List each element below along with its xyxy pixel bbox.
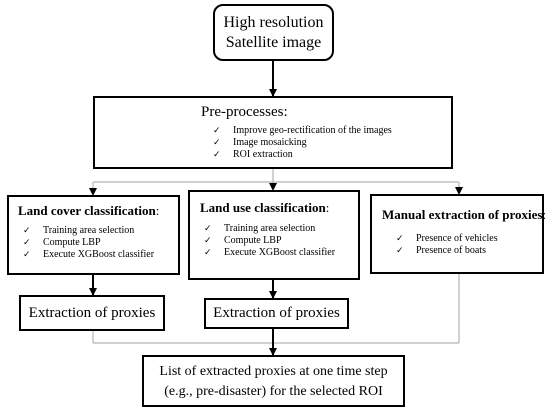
- check-icon: ✓: [23, 250, 31, 260]
- satellite-image-box: High resolution Satellite image: [213, 4, 334, 61]
- list-item-label: Execute XGBoost classifier: [43, 249, 155, 260]
- extraction-left-label: Extraction of proxies: [28, 305, 156, 321]
- check-icon: ✓: [213, 138, 221, 148]
- check-icon: ✓: [396, 246, 404, 256]
- land-cover-box: Land cover classification: ✓ Training are…: [7, 195, 180, 275]
- list-item: ✓ Execute XGBoost classifier: [204, 247, 358, 259]
- land-cover-title: Land cover classification:: [18, 203, 178, 219]
- list-item: ✓ Execute XGBoost classifier: [23, 249, 178, 261]
- land-use-title-text: Land use classification: [200, 200, 326, 215]
- list-item: ✓ Improve geo-rectification of the images: [213, 125, 451, 137]
- manual-extraction-title-colon: :: [542, 207, 547, 222]
- list-item-label: ROI extraction: [233, 149, 293, 160]
- list-item: ✓ Training area selection: [23, 225, 178, 237]
- extracted-proxies-result-box: List of extracted proxies at one time st…: [142, 355, 405, 407]
- manual-extraction-title: Manual extraction of proxies:: [382, 207, 546, 223]
- list-item-label: Training area selection: [224, 223, 316, 234]
- land-use-title-colon: :: [325, 200, 330, 215]
- preprocess-list: ✓ Improve geo-rectification of the images…: [213, 125, 451, 161]
- check-icon: ✓: [213, 126, 221, 136]
- land-use-box: Land use classification: ✓ Training area …: [188, 190, 360, 280]
- land-cover-title-colon: :: [155, 203, 160, 218]
- list-item-label: Compute LBP: [224, 235, 282, 246]
- check-icon: ✓: [23, 226, 31, 236]
- extraction-of-proxies-left-box: Extraction of proxies: [19, 295, 165, 331]
- land-use-title: Land use classification:: [200, 200, 358, 216]
- preprocess-title: Pre-processes:: [201, 104, 288, 120]
- list-item-label: Improve geo-rectification of the images: [233, 125, 392, 136]
- list-item-label: Image mosaicking: [233, 137, 307, 148]
- list-item: ✓ Compute LBP: [204, 235, 358, 247]
- list-item: ✓ Presence of vehicles: [396, 233, 542, 245]
- satellite-image-line2: Satellite image: [225, 34, 322, 51]
- check-icon: ✓: [204, 236, 212, 246]
- result-line2: (e.g., pre-disaster) for the selected RO…: [164, 384, 383, 399]
- land-use-list: ✓ Training area selection ✓ Compute LBP ✓ E…: [204, 223, 358, 259]
- check-icon: ✓: [204, 224, 212, 234]
- manual-extraction-title-text: Manual extraction of proxies: [382, 207, 543, 222]
- check-icon: ✓: [213, 150, 221, 160]
- list-item-label: Presence of boats: [416, 245, 486, 256]
- land-cover-list: ✓ Training area selection ✓ Compute LBP ✓ E…: [23, 225, 178, 261]
- manual-extraction-box: Manual extraction of proxies: ✓ Presence …: [370, 194, 546, 274]
- satellite-image-line1: High resolution: [223, 14, 324, 31]
- list-item: ✓ Training area selection: [204, 223, 358, 235]
- list-item-label: Presence of vehicles: [416, 233, 498, 244]
- extraction-middle-label: Extraction of proxies: [213, 305, 340, 321]
- list-item: ✓ Compute LBP: [23, 237, 178, 249]
- list-item: ✓ ROI extraction: [213, 149, 451, 161]
- list-item: ✓ Presence of boats: [396, 245, 542, 257]
- preprocess-box: Pre-processes: ✓ Improve geo-rectificatio…: [93, 96, 453, 169]
- list-item: ✓ Image mosaicking: [213, 137, 451, 149]
- check-icon: ✓: [204, 248, 212, 258]
- extraction-of-proxies-middle-box: Extraction of proxies: [204, 298, 349, 329]
- land-cover-title-text: Land cover classification: [18, 203, 156, 218]
- result-line1: List of extracted proxies at one time st…: [159, 364, 388, 379]
- check-icon: ✓: [396, 234, 404, 244]
- list-item-label: Training area selection: [43, 225, 135, 236]
- list-item-label: Compute LBP: [43, 237, 101, 248]
- manual-extraction-list: ✓ Presence of vehicles ✓ Presence of boats: [396, 233, 542, 257]
- list-item-label: Execute XGBoost classifier: [224, 247, 336, 258]
- check-icon: ✓: [23, 238, 31, 248]
